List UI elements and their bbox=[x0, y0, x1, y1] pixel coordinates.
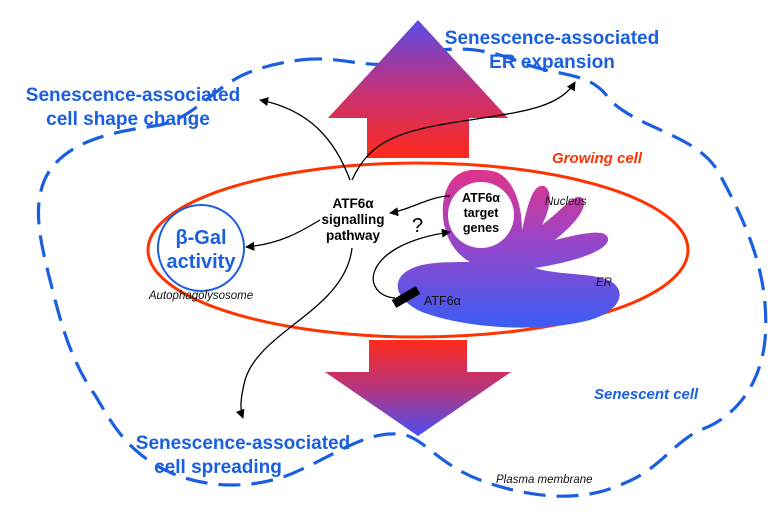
nucleus-circle bbox=[448, 182, 514, 248]
nucleus-label: Nucleus bbox=[545, 196, 587, 208]
atf6-membrane-bar bbox=[391, 286, 421, 308]
pathway-label-line2: signalling bbox=[321, 212, 384, 227]
er-expansion-label-line2: ER expansion bbox=[489, 52, 615, 73]
arrow-target-to-pathway bbox=[389, 195, 451, 217]
senescent-cell-outline bbox=[36, 47, 768, 498]
bgal-circle bbox=[157, 204, 245, 292]
shape-change-label-line2: cell shape change bbox=[46, 109, 210, 130]
spreading-label-line2: cell spreading bbox=[154, 457, 282, 478]
target-genes-label-line2: target bbox=[464, 206, 500, 220]
senescent-cell-label: Senescent cell bbox=[594, 386, 699, 403]
target-genes-label-line3: genes bbox=[463, 221, 499, 235]
spreading-label-line1: Senescence-associated bbox=[136, 433, 350, 454]
plasma-membrane-label: Plasma membrane bbox=[496, 474, 593, 486]
pathway-label-line1: ATF6α bbox=[332, 196, 374, 211]
bgal-label-line2: activity bbox=[167, 251, 237, 273]
arrow-to-bgal bbox=[245, 219, 321, 251]
autophagolysosome-label: Autophagolysosome bbox=[148, 290, 253, 302]
atf6-membrane-label: ATF6α bbox=[424, 294, 461, 308]
bgal-label-line1: β-Gal bbox=[175, 227, 226, 249]
pathway-label-line3: pathway bbox=[326, 228, 381, 243]
shape-change-label-line1: Senescence-associated bbox=[26, 85, 240, 106]
question-mark: ? bbox=[412, 215, 423, 237]
up-arrow-icon bbox=[328, 20, 508, 158]
target-genes-label-line1: ATF6α bbox=[462, 191, 500, 205]
growing-cell-ellipse bbox=[146, 161, 690, 339]
arrow-to-er-expansion bbox=[351, 81, 576, 181]
arrow-atf6-to-target bbox=[372, 228, 451, 299]
arrow-to-spreading bbox=[235, 247, 353, 419]
arrow-to-shape-change bbox=[259, 97, 351, 181]
er-label: ER bbox=[596, 277, 612, 289]
er-expansion-label-line1: Senescence-associated bbox=[445, 28, 659, 49]
growing-cell-label: Growing cell bbox=[552, 150, 643, 167]
down-arrow-icon bbox=[325, 340, 511, 436]
